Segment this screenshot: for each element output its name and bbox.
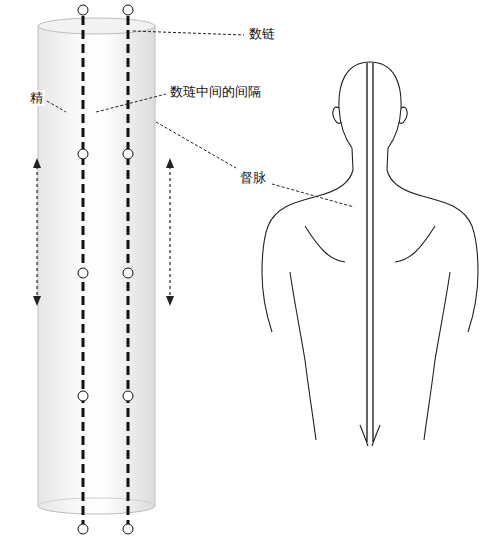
number-chain — [83, 16, 128, 524]
governor-vessel — [367, 63, 373, 442]
chain-label: 数链 — [247, 26, 277, 42]
essence-label: 精 — [28, 90, 45, 106]
leader-line — [47, 31, 354, 207]
chain-node — [78, 5, 133, 534]
vessel-label: 督脉 — [238, 170, 268, 186]
cylinder — [38, 18, 155, 514]
gap-label: 数琏中间的间隔 — [168, 84, 263, 100]
motion-arrow — [37, 166, 170, 298]
human-back — [262, 62, 478, 446]
arrow-head — [33, 158, 174, 306]
